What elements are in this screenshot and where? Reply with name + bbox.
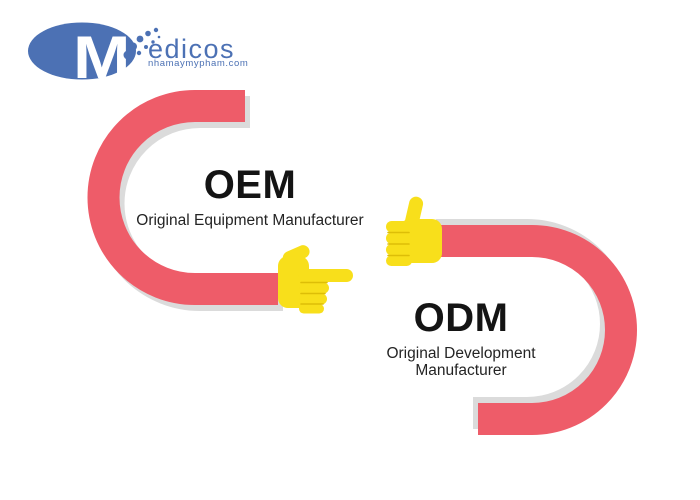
thumbsup-knuckle-4 xyxy=(386,255,412,266)
logo-monogram: M xyxy=(73,23,130,91)
oem-label-block: OEM Original Equipment Manufacturer xyxy=(130,165,370,229)
pointing-index-finger xyxy=(298,269,353,282)
oem-arm-arc xyxy=(87,90,278,305)
pointing-finger-icon xyxy=(278,245,353,314)
oem-arm-group xyxy=(87,90,353,314)
logo-brand-name: edicos xyxy=(148,34,236,64)
oem-subtitle: Original Equipment Manufacturer xyxy=(136,212,364,229)
medicos-logo: M edicos nhamaymypham.com xyxy=(0,0,260,95)
medicos-logo-mark: M xyxy=(28,22,161,91)
pointing-hand-creases xyxy=(300,281,328,305)
pointing-fold-2 xyxy=(299,293,327,305)
thumbsup-knuckle-3 xyxy=(386,244,412,256)
odm-title: ODM xyxy=(413,296,509,340)
odm-arm-group xyxy=(386,196,637,435)
logo-monogram-letter: M xyxy=(73,23,130,91)
odm-label-block: ODM Original Development Manufacturer xyxy=(341,298,581,379)
pointing-fold-1 xyxy=(299,282,329,294)
thumbs-up-creases xyxy=(387,231,410,257)
logo-ellipse xyxy=(28,22,136,80)
thumbsup-knuckle-2 xyxy=(386,232,412,244)
odm-arm-arc xyxy=(441,225,637,435)
thumbsup-knuckle-1 xyxy=(386,221,412,233)
logo-bubble-dots xyxy=(123,27,161,60)
thumbs-up-icon xyxy=(386,196,442,266)
oem-title: OEM xyxy=(203,163,297,207)
odm-subtitle: Original Development Manufacturer xyxy=(386,345,536,379)
pointing-fold-3 xyxy=(299,304,324,314)
logo-website-url: nhamaymypham.com xyxy=(148,58,249,69)
